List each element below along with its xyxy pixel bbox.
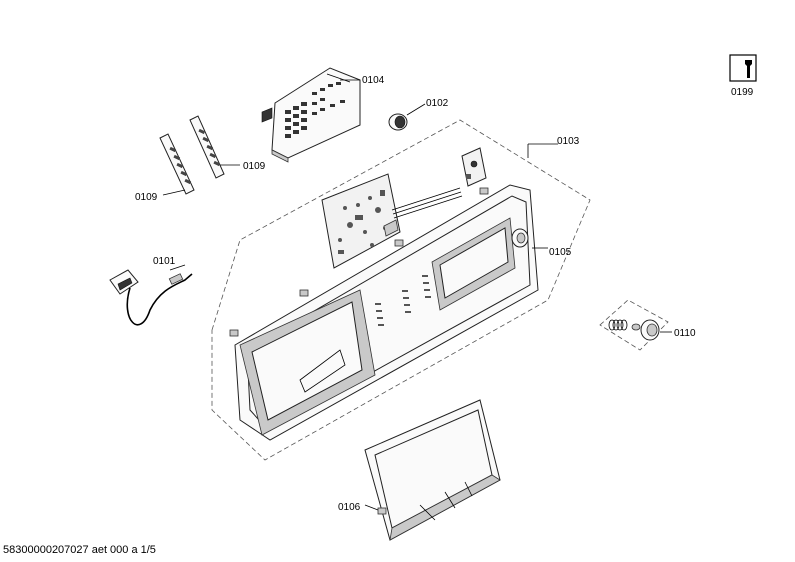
label-0109-right: 0109: [243, 161, 266, 172]
label-0101: 0101: [153, 256, 176, 267]
document-code: 58300000207027 aet 000 a 1/5: [3, 544, 156, 556]
part-0110-spring-knob[interactable]: [608, 319, 660, 341]
assembly-outline-0110: [599, 299, 669, 351]
part-0109-light-guide-right[interactable]: [189, 115, 225, 179]
label-0199: 0199: [731, 87, 754, 98]
part-main-pcb[interactable]: [321, 173, 401, 269]
label-0110: 0110: [674, 328, 696, 339]
part-0105-control-panel[interactable]: [229, 184, 539, 441]
part-0104-display-module[interactable]: [261, 67, 361, 163]
part-aux-pcb[interactable]: [461, 147, 487, 187]
wrench-service-icon: [727, 54, 757, 82]
part-0101-power-cable[interactable]: [109, 269, 193, 326]
label-0104: 0104: [362, 75, 385, 86]
assembly-outline-0103: [211, 119, 591, 461]
part-0106-drawer-front[interactable]: [364, 399, 501, 541]
part-0109-light-guide-left[interactable]: [159, 133, 195, 195]
part-0102-knob[interactable]: [388, 113, 408, 131]
label-0106: 0106: [338, 502, 361, 513]
label-0105: 0105: [549, 247, 572, 258]
ribbon-cable: [391, 187, 463, 219]
label-0102: 0102: [426, 98, 449, 109]
label-0103: 0103: [557, 136, 580, 147]
label-0109-left: 0109: [135, 192, 158, 203]
